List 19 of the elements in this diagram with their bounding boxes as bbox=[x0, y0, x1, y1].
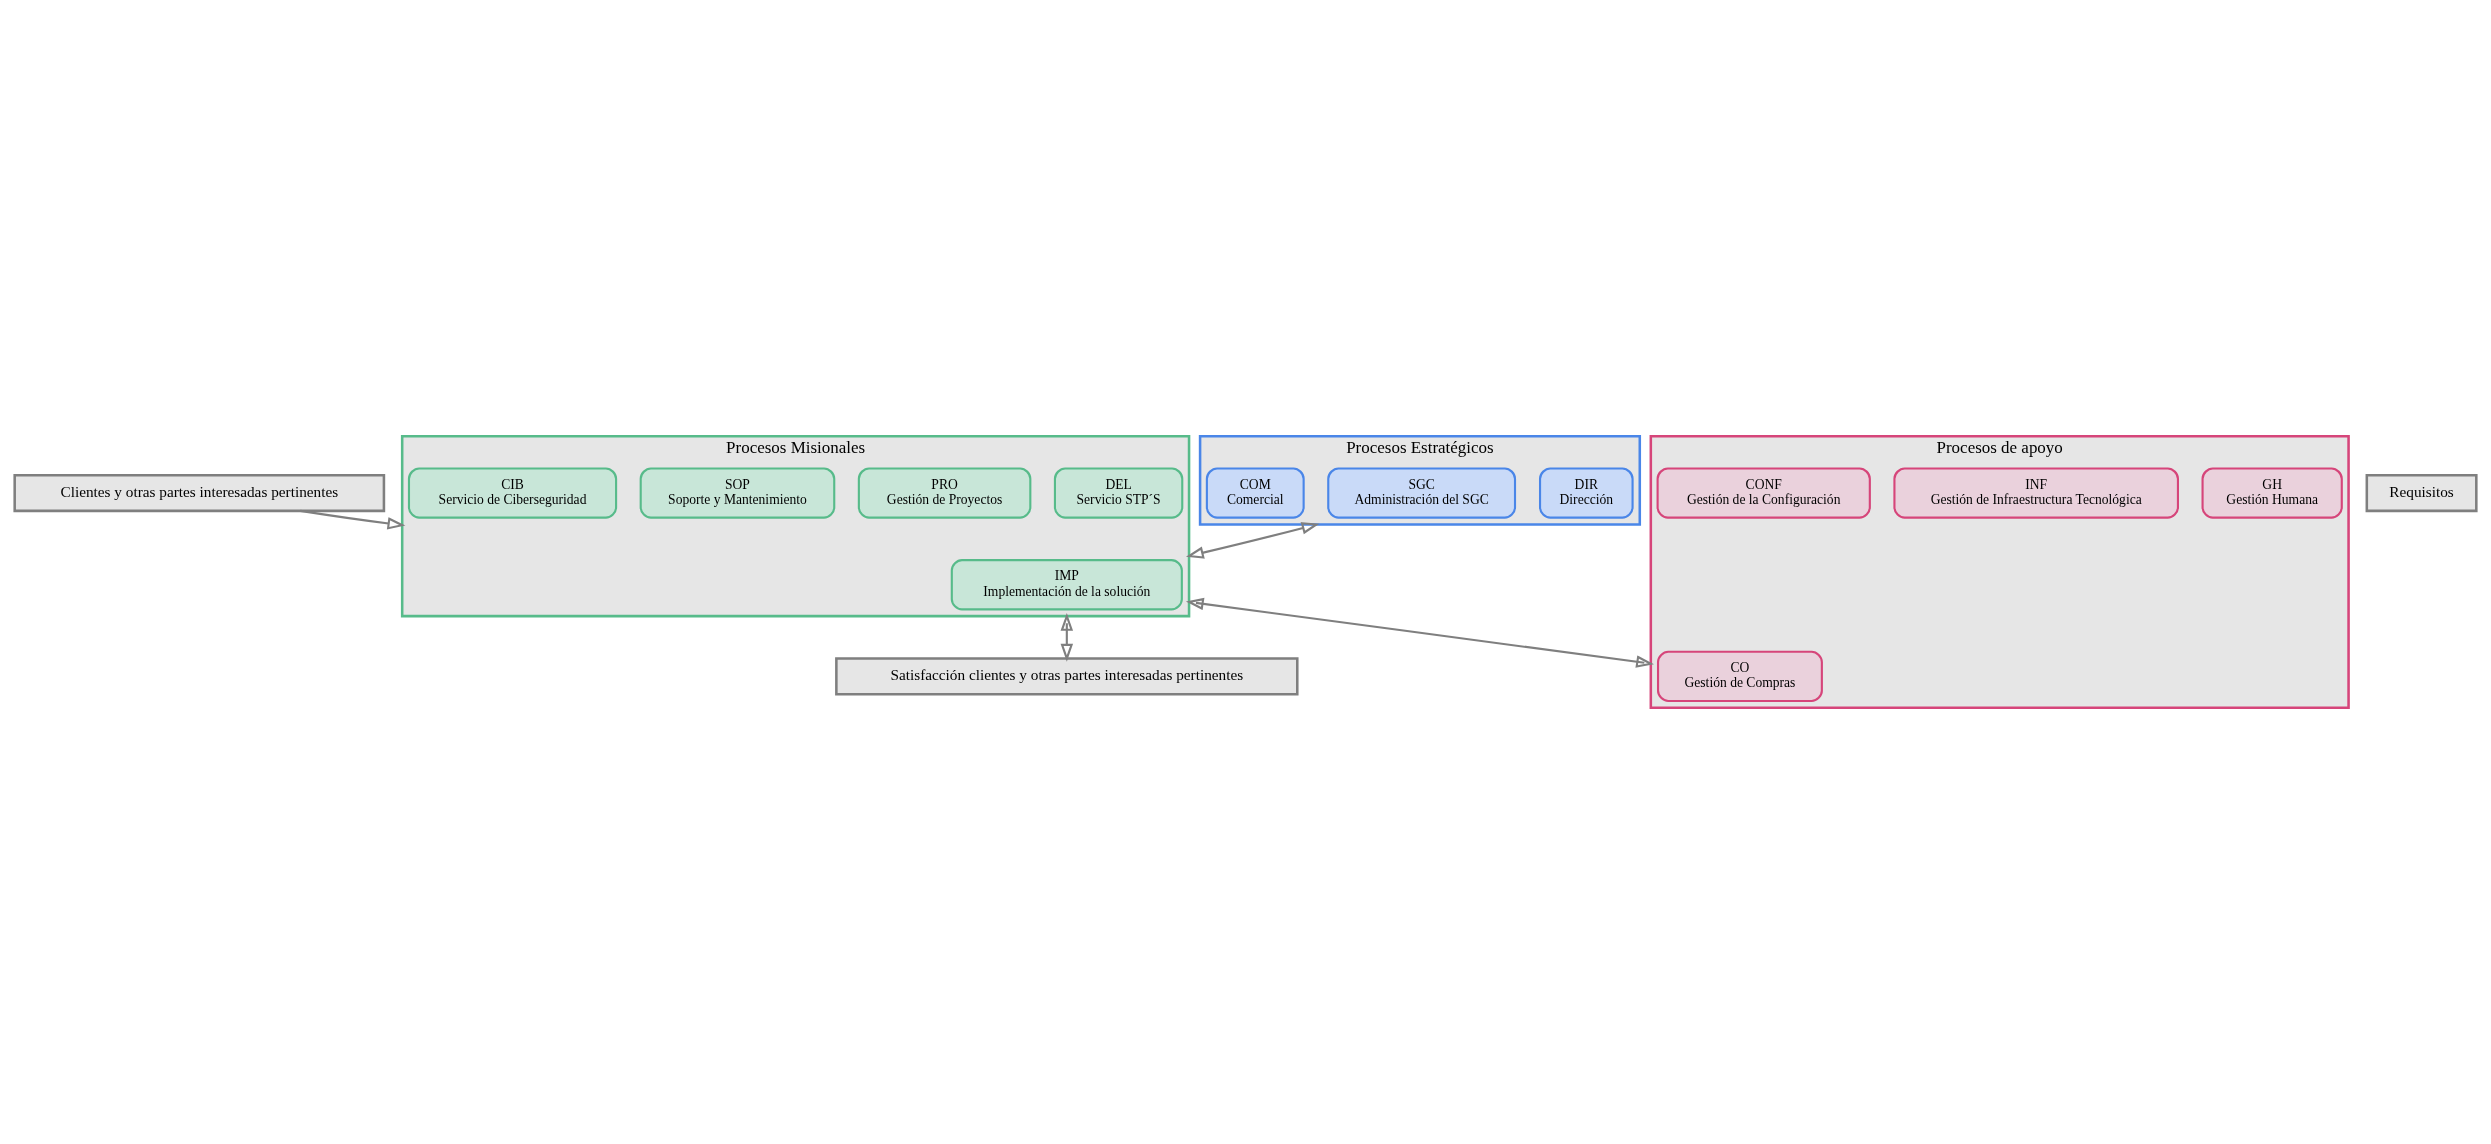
node-box: SOP Soporte y Mantenimiento bbox=[639, 467, 836, 519]
node-box: Satisfacción clientes y otras partes interesadas pertinentes bbox=[835, 657, 1299, 696]
node-box: Requisitos bbox=[2365, 473, 2478, 513]
node-box: IMP Implementación de la solución bbox=[950, 559, 1183, 611]
node-box: CIB Servicio de Ciberseguridad bbox=[407, 467, 618, 519]
arrow bbox=[1185, 522, 1320, 559]
node-box: Clientes y otras partes interesadas pertinentes bbox=[13, 473, 386, 513]
node-box: INF Gestión de Infraestructura Tecnológica bbox=[1893, 467, 2179, 519]
arrow bbox=[1185, 597, 1654, 668]
node-box: CO Gestión de Compras bbox=[1656, 650, 1823, 703]
node-box: SGC Administración del SGC bbox=[1327, 467, 1517, 519]
node-box: GH Gestión Humana bbox=[2201, 467, 2343, 519]
arrow bbox=[300, 509, 406, 530]
node-box: DEL Servicio STP´S bbox=[1053, 467, 1184, 519]
node-box: COM Comercial bbox=[1205, 467, 1305, 519]
node-box: DIR Dirección bbox=[1539, 467, 1634, 519]
arrow bbox=[1060, 612, 1074, 662]
node-box: PRO Gestión de Proyectos bbox=[857, 467, 1032, 519]
node-box: CONF Gestión de la Configuración bbox=[1656, 467, 1871, 519]
